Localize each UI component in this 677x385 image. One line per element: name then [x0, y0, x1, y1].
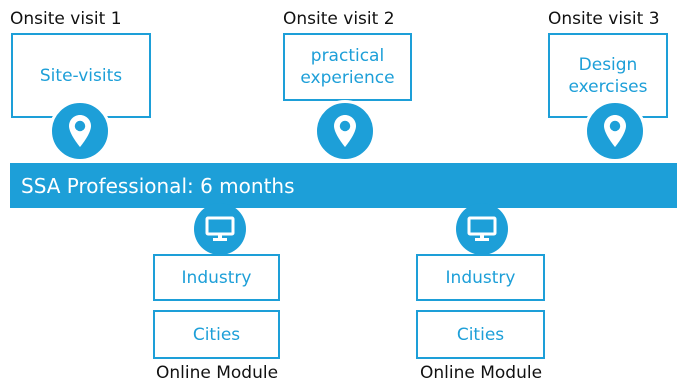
- visit-1-box-text: Site-visits: [39, 65, 123, 86]
- module-2-item-1: Industry: [416, 254, 545, 301]
- module-1-item-1: Industry: [153, 254, 280, 301]
- timeline-bar: SSA Professional: 6 months: [10, 163, 677, 208]
- visit-3-pin-badge: [584, 100, 646, 162]
- module-2-item-1-text: Industry: [445, 267, 516, 288]
- monitor-icon: [205, 216, 235, 241]
- module-1-item-1-text: Industry: [181, 267, 252, 288]
- module-1-item-2: Cities: [153, 310, 280, 359]
- visit-1-title: Onsite visit 1: [10, 9, 122, 29]
- timeline-label: SSA Professional: 6 months: [21, 173, 295, 198]
- module-2-label: Online Module: [419, 363, 543, 383]
- visit-3-box-text: Design exercises: [568, 54, 648, 97]
- visit-3-title: Onsite visit 3: [548, 9, 660, 29]
- module-2-item-2-text: Cities: [456, 324, 505, 345]
- visit-1-pin-badge: [49, 100, 111, 162]
- visit-3-box: Design exercises: [548, 33, 668, 118]
- module-2-monitor-badge: [456, 203, 508, 255]
- module-1-label: Online Module: [155, 363, 279, 383]
- visit-2-pin-badge: [314, 100, 376, 162]
- module-2-item-2: Cities: [416, 310, 545, 359]
- monitor-icon: [467, 216, 497, 241]
- location-pin-icon: [604, 115, 626, 147]
- visit-2-box: practical experience: [283, 33, 412, 101]
- visit-2-title: Onsite visit 2: [283, 9, 395, 29]
- location-pin-icon: [334, 115, 356, 147]
- module-1-monitor-badge: [194, 203, 246, 255]
- visit-2-box-text: practical experience: [300, 46, 395, 88]
- location-pin-icon: [69, 115, 91, 147]
- module-1-item-2-text: Cities: [192, 324, 241, 345]
